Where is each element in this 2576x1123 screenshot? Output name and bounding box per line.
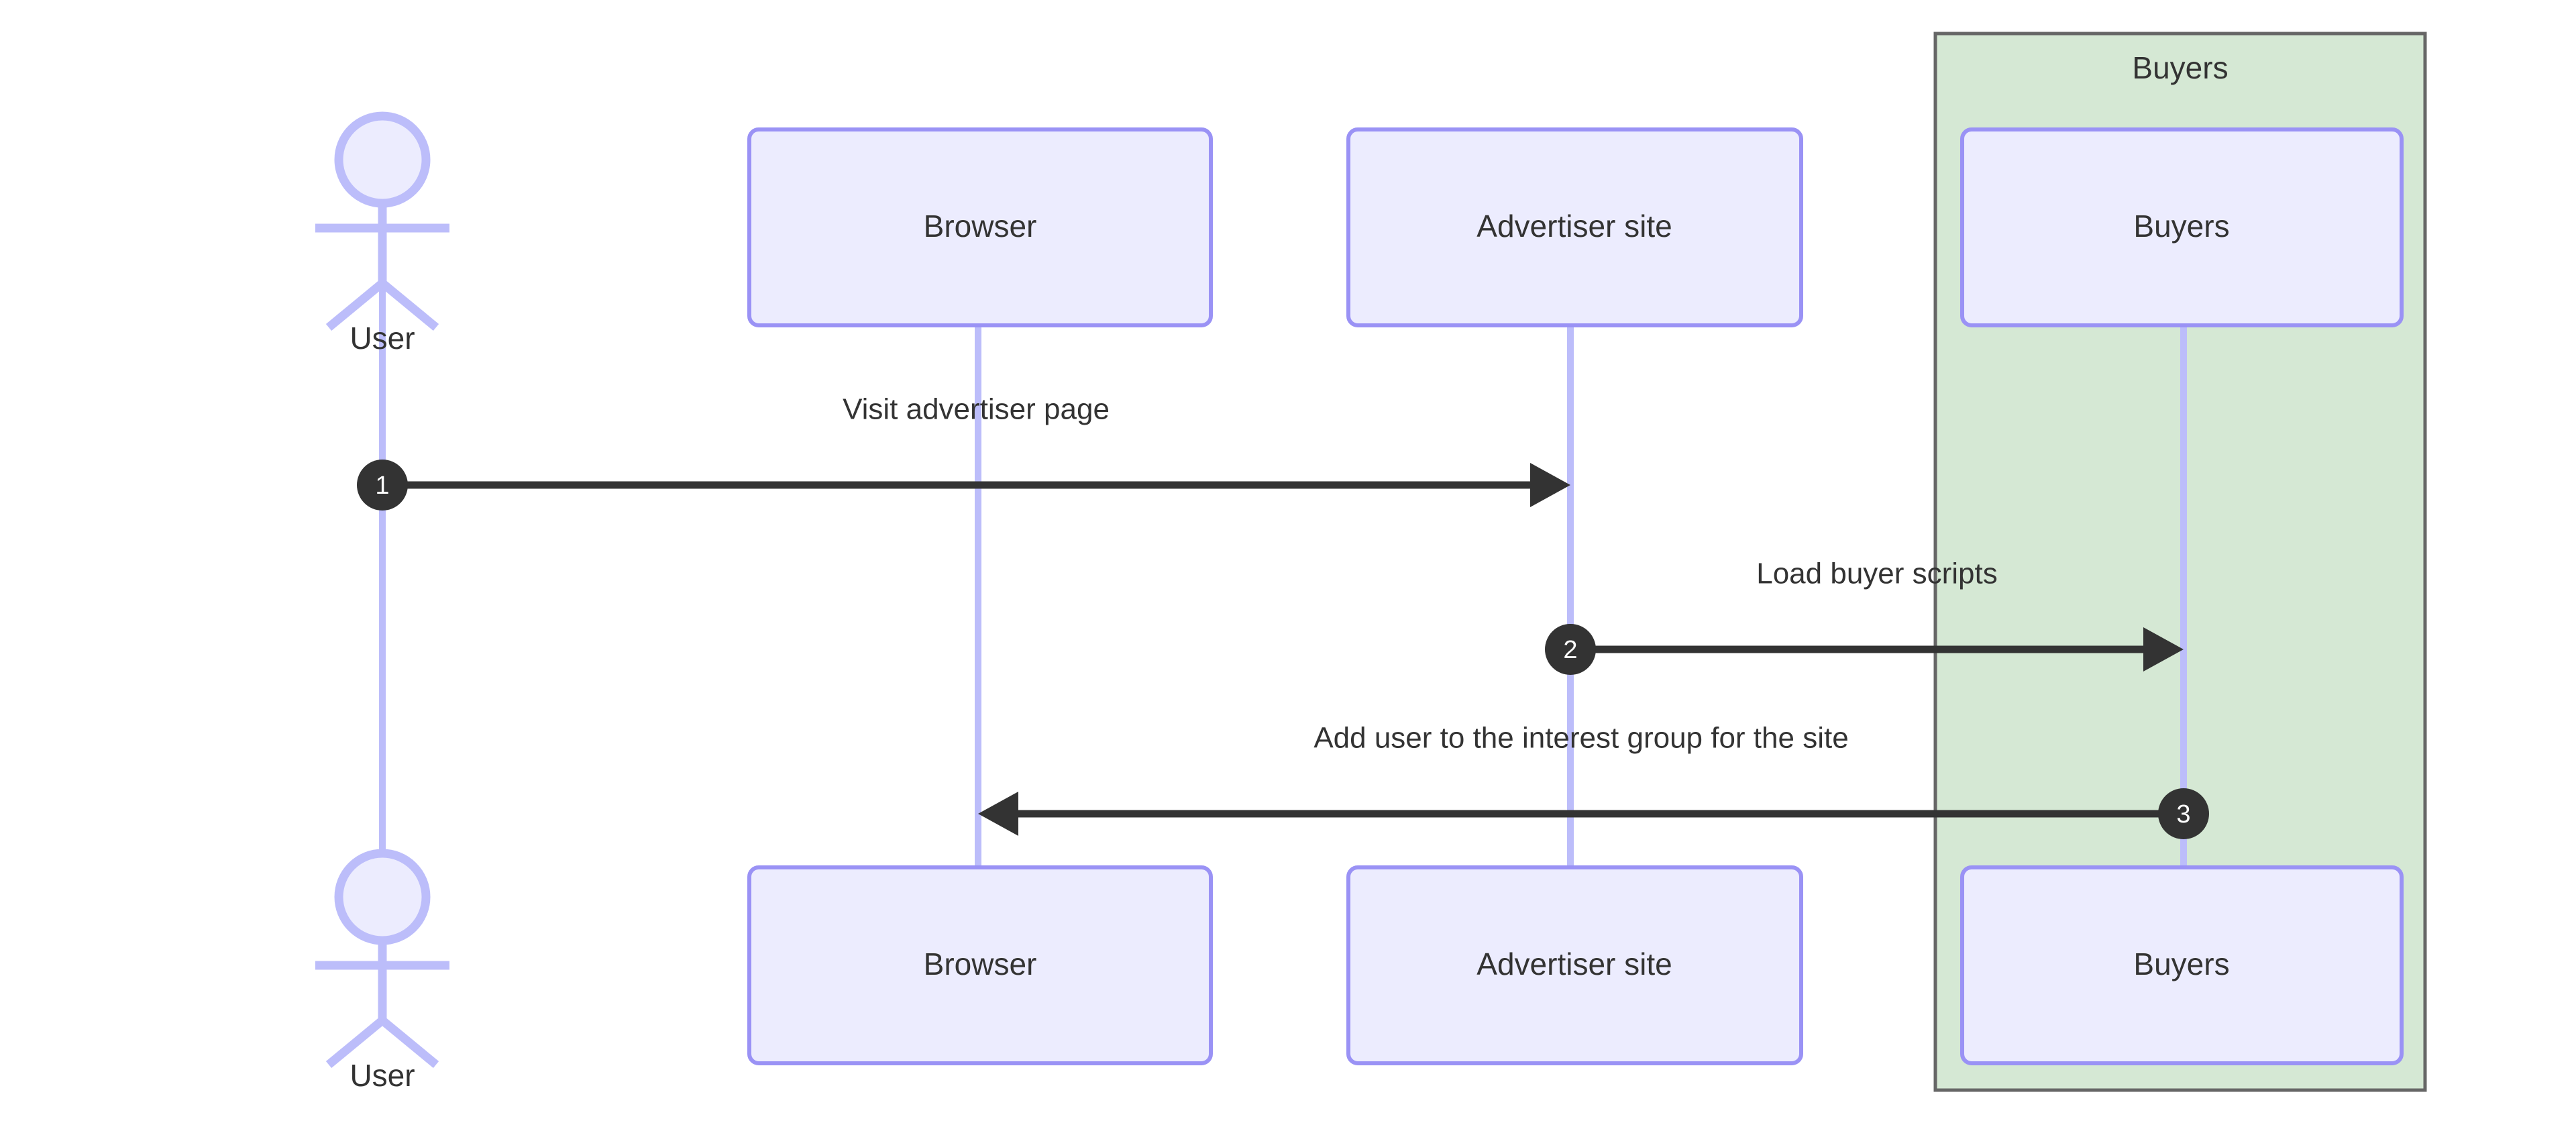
participant-label-buyers: Buyers	[2133, 209, 2229, 244]
participant-label-advertiser-site: Advertiser site	[1477, 947, 1672, 981]
message-arrowhead-icon	[1530, 463, 1570, 507]
message-sequence-number: 2	[1563, 636, 1577, 664]
actor-head-icon	[334, 111, 431, 208]
participant-advertiser-site-top[interactable]: Advertiser site	[1346, 127, 1803, 327]
message-label: Add user to the interest group for the s…	[1313, 722, 1848, 755]
message-sequence-badge	[2158, 788, 2209, 839]
group-title-label: Buyers	[2132, 50, 2228, 85]
actor-right-leg-icon	[379, 1016, 439, 1069]
actor-left-leg-icon	[325, 1016, 386, 1069]
message-sequence-number: 3	[2176, 800, 2190, 828]
participant-buyers-top[interactable]: Buyers	[1960, 127, 2404, 327]
message-label: Load buyer scripts	[1756, 557, 1998, 590]
actor-left-leg-icon	[325, 279, 386, 331]
actor-user-bottom[interactable]: User	[315, 849, 449, 1093]
participant-label-advertiser-site: Advertiser site	[1477, 209, 1672, 244]
message-sequence-badge	[357, 460, 408, 511]
actor-label-user-top: User	[350, 321, 415, 356]
participant-browser-top[interactable]: Browser	[747, 127, 1213, 327]
message-sequence-number: 1	[375, 472, 389, 500]
message-sequence-badge	[1545, 624, 1596, 675]
message-2[interactable]: Load buyer scripts 2	[1545, 557, 2184, 675]
message-arrowhead-icon	[978, 792, 1018, 836]
participant-advertiser-site-bottom[interactable]: Advertiser site	[1346, 865, 1803, 1065]
actor-user-top[interactable]: User	[315, 111, 449, 356]
participant-box	[1960, 127, 2404, 327]
participant-box	[747, 127, 1213, 327]
participant-buyers-bottom[interactable]: Buyers	[1960, 865, 2404, 1065]
message-3[interactable]: Add user to the interest group for the s…	[978, 722, 2209, 839]
actor-label-user-bottom: User	[350, 1058, 415, 1093]
participant-box	[1346, 127, 1803, 327]
message-label: Visit advertiser page	[843, 393, 1110, 426]
message-arrowhead-icon	[2143, 627, 2184, 672]
participant-label-buyers: Buyers	[2133, 947, 2229, 981]
participant-box	[747, 865, 1213, 1065]
participant-label-browser: Browser	[924, 947, 1037, 981]
message-1[interactable]: Visit advertiser page 1	[357, 393, 1570, 511]
lifelines-layer	[379, 221, 2187, 872]
participant-box	[1346, 865, 1803, 1065]
actor-right-leg-icon	[379, 279, 439, 331]
participant-browser-bottom[interactable]: Browser	[747, 865, 1213, 1065]
participant-label-browser: Browser	[924, 209, 1037, 244]
participant-box	[1960, 865, 2404, 1065]
actor-head-icon	[334, 849, 431, 945]
